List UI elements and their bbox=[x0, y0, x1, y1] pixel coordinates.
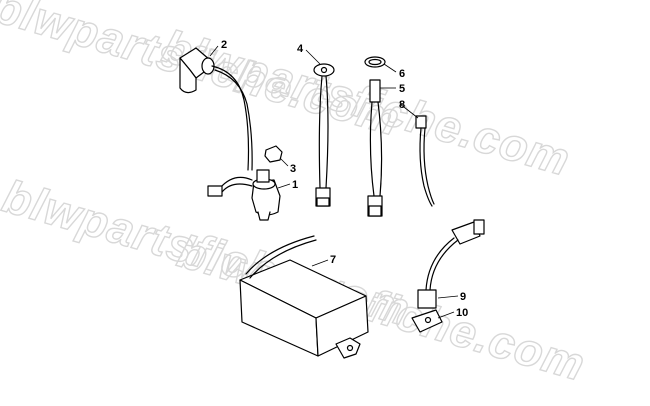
leader-line bbox=[437, 295, 459, 299]
leader-lines bbox=[209, 45, 459, 319]
leader-line bbox=[209, 45, 219, 57]
coil-clip bbox=[264, 145, 283, 163]
callout-labels: 2 4 6 5 8 3 1 7 9 10 bbox=[221, 39, 468, 319]
leader-line bbox=[277, 183, 291, 189]
leader-line bbox=[399, 103, 419, 119]
control-module bbox=[239, 235, 369, 359]
leader-line bbox=[383, 63, 397, 73]
callout-6: 6 bbox=[399, 68, 405, 80]
callout-5: 5 bbox=[399, 83, 405, 95]
leader-line bbox=[311, 259, 329, 267]
leader-line bbox=[279, 157, 289, 167]
ignition-coil bbox=[207, 169, 281, 221]
callout-4: 4 bbox=[297, 43, 304, 55]
callout-10: 10 bbox=[456, 307, 468, 319]
leader-line bbox=[437, 311, 455, 319]
callout-1: 1 bbox=[292, 179, 298, 191]
callout-2: 2 bbox=[221, 39, 227, 51]
ignition-wire bbox=[214, 69, 253, 171]
speed-sensor bbox=[417, 219, 485, 309]
sensor-bracket bbox=[411, 309, 443, 333]
callout-8: 8 bbox=[399, 99, 405, 111]
leader-line bbox=[305, 49, 321, 65]
temperature-sensor bbox=[367, 79, 383, 217]
ignition-wire bbox=[211, 65, 250, 171]
cable-tie bbox=[415, 115, 435, 207]
callout-7: 7 bbox=[330, 254, 336, 266]
callout-3: 3 bbox=[290, 163, 296, 175]
watermark-text: blwpartsfiche.com bbox=[172, 225, 591, 391]
callout-9: 9 bbox=[460, 291, 466, 303]
o-ring bbox=[364, 56, 386, 68]
spark-plug-cap bbox=[179, 47, 215, 94]
sensor-harness bbox=[313, 63, 335, 207]
